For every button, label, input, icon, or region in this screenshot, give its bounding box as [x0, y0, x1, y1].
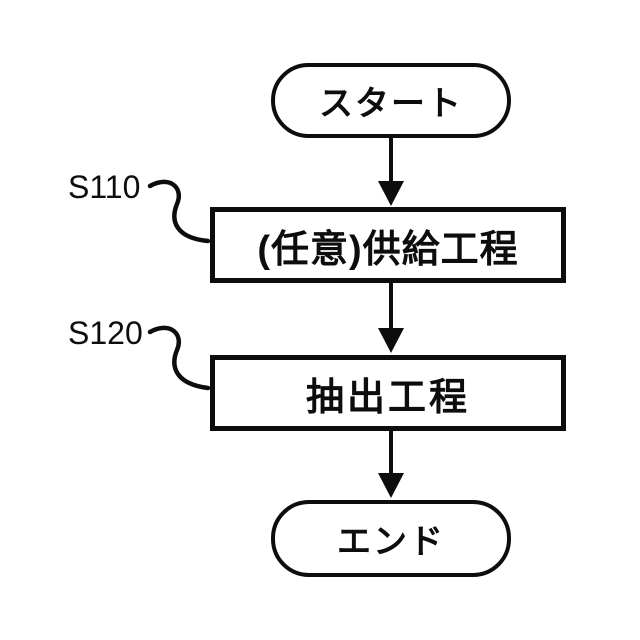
end-label: エンド [337, 523, 445, 561]
arrow-step1-to-step2 [378, 283, 404, 353]
arrow-step2-to-end [378, 431, 404, 498]
leader-squiggle-s120 [147, 325, 211, 391]
arrowhead-down-icon [378, 181, 404, 206]
arrowhead-down-icon [378, 473, 404, 498]
leader-squiggle-s110 [147, 179, 211, 244]
end-terminal: エンド [271, 500, 511, 577]
start-terminal: スタート [271, 63, 511, 138]
arrowhead-down-icon [378, 328, 404, 353]
process-box-extraction-label: 抽出工程 [305, 376, 470, 419]
step-id-s110: S110 [68, 169, 141, 205]
process-box-extraction: 抽出工程 [210, 355, 566, 431]
process-box-supply-label: (任意)供給工程 [257, 228, 519, 271]
arrow-start-to-step1 [378, 136, 404, 206]
step-id-s120: S120 [68, 315, 143, 351]
process-box-supply: (任意)供給工程 [210, 207, 566, 283]
start-label: スタート [319, 85, 463, 123]
